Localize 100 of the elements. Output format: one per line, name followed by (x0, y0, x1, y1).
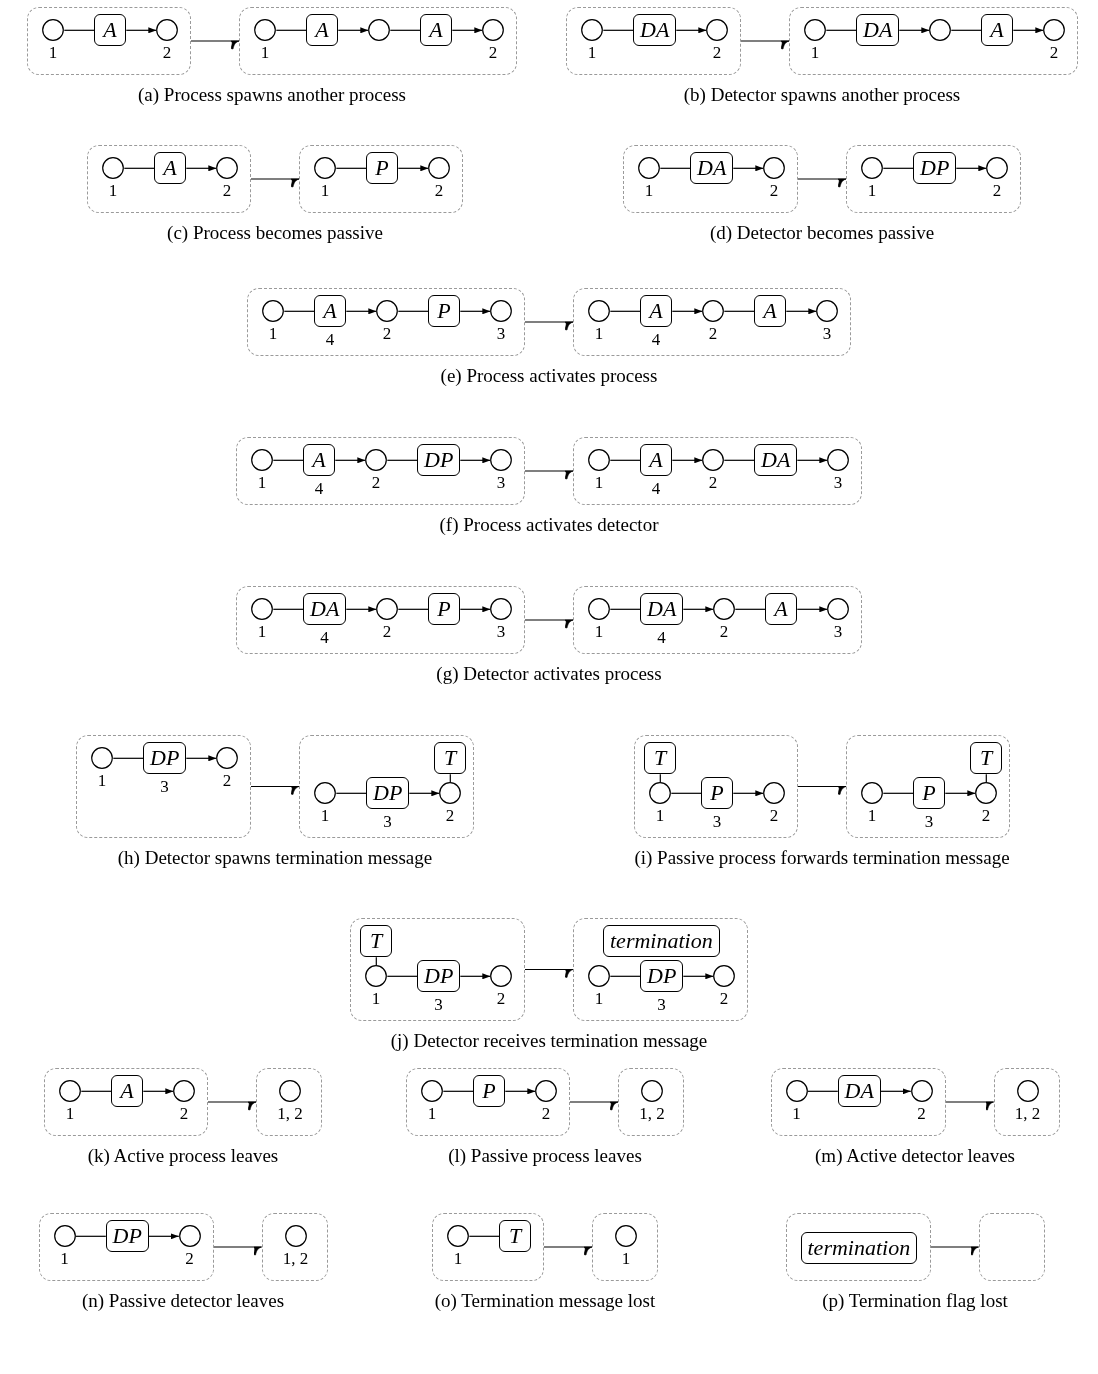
graph-frame (236, 586, 525, 654)
arrow (142, 1088, 174, 1095)
state-box: DA (856, 14, 900, 46)
graph-frame (87, 145, 251, 213)
node-number: 4 (651, 330, 661, 350)
state-box: DP (417, 444, 461, 476)
state-box: termination (603, 925, 720, 957)
graph-frame (770, 1068, 946, 1136)
node-number: 3 (833, 473, 843, 493)
node-number: 3 (434, 995, 443, 1015)
arrow (671, 457, 703, 464)
state-box: DP (417, 960, 461, 992)
graph-frame (592, 1213, 658, 1281)
arrow (397, 165, 429, 172)
node-number: 1 (48, 43, 58, 63)
state-box: DA (837, 1075, 881, 1107)
connector-line (609, 608, 641, 610)
node-number: 1 (594, 989, 604, 1009)
arrow (459, 973, 491, 980)
state-box: P (913, 777, 945, 809)
graph-frame (623, 145, 798, 213)
node-circle (482, 19, 504, 41)
state-box: P (428, 593, 460, 625)
state-box: DP (143, 742, 187, 774)
node-number: 3 (924, 812, 934, 832)
arrow (451, 27, 483, 34)
node-circle (428, 157, 450, 179)
arrow (125, 27, 157, 34)
node-number: 2 (769, 181, 779, 201)
figure-caption: (e) Process activates process (440, 364, 658, 388)
node-circle (986, 157, 1008, 179)
arrow (185, 165, 217, 172)
figure-caption: (k) Active process leaves (87, 1144, 279, 1168)
arrow (785, 308, 817, 315)
node-number: 1 (268, 324, 278, 344)
connector-line (449, 773, 451, 783)
node-circle (804, 19, 826, 41)
node-number: 1 (867, 806, 877, 826)
node-circle (1016, 1080, 1039, 1102)
connector-line (335, 167, 367, 169)
node-number: 2 (496, 989, 506, 1009)
state-box: A (94, 14, 126, 46)
node-number: 1 (320, 806, 330, 826)
node-number: 2 (382, 324, 392, 344)
node-number: 3 (496, 324, 506, 344)
graph-frame (566, 7, 741, 75)
node-circle (216, 157, 238, 179)
node-circle (588, 449, 610, 471)
arrow (880, 1088, 912, 1095)
graph-frame (350, 918, 525, 1021)
node-circle (581, 19, 603, 41)
node-number: 3 (496, 473, 506, 493)
node-number: 2 (222, 771, 232, 791)
arrow (732, 165, 764, 172)
node-number: 1 (792, 1104, 801, 1124)
node-circle (910, 1080, 933, 1102)
graph-frame (256, 1068, 322, 1136)
node-number: 2 (371, 473, 381, 493)
state-box: DP (640, 960, 684, 992)
node-number: 2 (185, 1249, 194, 1269)
arrow (1012, 27, 1044, 34)
state-box: DA (690, 152, 734, 184)
node-number: 2 (719, 622, 729, 642)
node-circle (439, 782, 461, 804)
figure-caption: (l) Passive process leaves (448, 1144, 642, 1168)
node-circle (376, 300, 398, 322)
arrow (955, 165, 987, 172)
node-number: 2 (434, 181, 444, 201)
graph-frame (261, 1213, 328, 1281)
state-box: A (765, 593, 797, 625)
graph-frame (38, 1213, 214, 1281)
node-number: 1 (810, 43, 820, 63)
graph-frame (573, 918, 748, 1021)
node-number: 1 (427, 1104, 437, 1124)
node-circle (763, 157, 785, 179)
state-box: DA (633, 14, 677, 46)
node-circle (588, 300, 610, 322)
arrow (796, 606, 828, 613)
figure-caption: (a) Process spawns another process (138, 83, 406, 107)
node-number: 4 (320, 628, 329, 648)
arrow (898, 27, 930, 34)
state-box: T (360, 925, 392, 957)
node-number: 4 (657, 628, 666, 648)
graph-frame (432, 1213, 544, 1281)
connector-line (275, 29, 307, 31)
connector-line (882, 792, 914, 794)
node-number: 3 (833, 622, 843, 642)
connector-line (442, 1090, 474, 1092)
node-number: 2 (179, 1104, 189, 1124)
node-circle (827, 598, 849, 620)
node-circle (929, 19, 951, 41)
node-number: 1 (594, 324, 604, 344)
graph-frame (299, 145, 463, 213)
connector-line (723, 310, 755, 312)
state-box: T (970, 742, 1002, 774)
connector-line (123, 167, 155, 169)
node-number: 1 (594, 622, 604, 642)
connector-line (63, 29, 95, 31)
state-box: T (499, 1220, 531, 1252)
connector-line (882, 167, 914, 169)
